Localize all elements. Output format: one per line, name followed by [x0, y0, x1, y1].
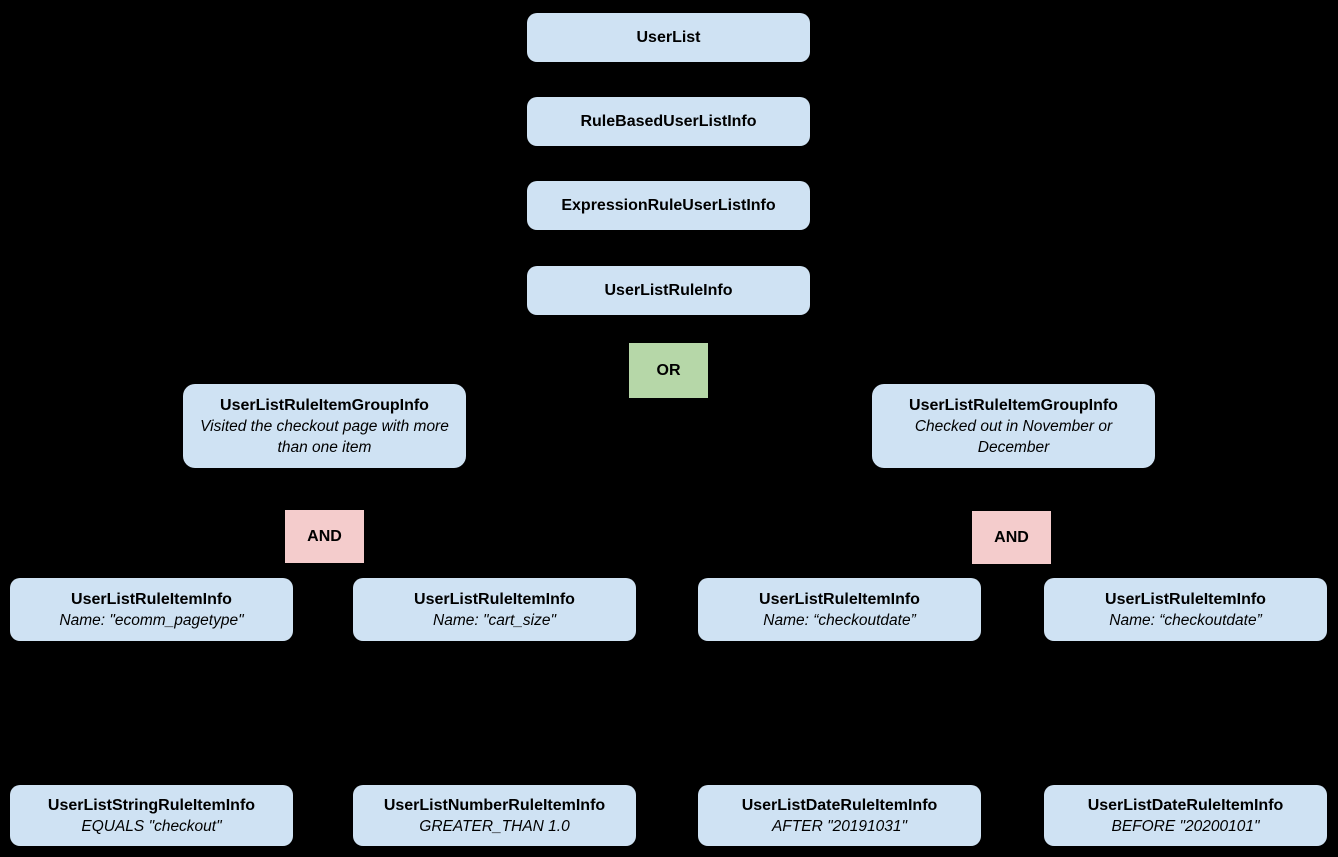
group-description: Checked out in November or December [914, 417, 1113, 456]
operand-subtitle: AFTER "20191031" [771, 817, 908, 835]
operand-title: UserListDateRuleItemInfo [741, 796, 938, 814]
node-group-right: UserListRuleItemGroupInfo Checked out in… [872, 384, 1155, 468]
node-numberruleitem-greater-than: UserListNumberRuleItemInfo GREATER_THAN … [353, 785, 636, 846]
node-label: UserListRuleInfo [604, 282, 733, 299]
and-operator-label: AND [307, 527, 342, 545]
node-label: ExpressionRuleUserListInfo [561, 197, 776, 214]
ruleitem-subtitle: Name: "ecomm_pagetype" [59, 611, 244, 629]
operand-subtitle: EQUALS "checkout" [81, 817, 222, 835]
node-stringruleitem-equals-checkout: UserListStringRuleItemInfo EQUALS "check… [10, 785, 293, 846]
node-rulebaseduserlistinfo: RuleBasedUserListInfo [527, 97, 810, 146]
ruleitem-title: UserListRuleItemInfo [414, 590, 575, 608]
node-group-left: UserListRuleItemGroupInfo Visited the ch… [183, 384, 466, 468]
ruleitem-title: UserListRuleItemInfo [1105, 590, 1266, 608]
node-ruleitem-cart-size: UserListRuleItemInfo Name: "cart_size" [353, 578, 636, 641]
operand-title: UserListNumberRuleItemInfo [383, 796, 606, 814]
ruleitem-subtitle: Name: "cart_size" [433, 611, 556, 629]
node-label: UserList [636, 29, 701, 46]
ruleitem-title: UserListRuleItemInfo [71, 590, 232, 608]
operand-title: UserListStringRuleItemInfo [47, 796, 256, 814]
node-label: RuleBasedUserListInfo [580, 113, 757, 130]
group-title: UserListRuleItemGroupInfo [909, 396, 1118, 414]
or-operator-box: OR [629, 343, 708, 398]
and-operator-box-left: AND [285, 510, 364, 563]
or-operator-label: OR [656, 361, 681, 379]
node-expressionruleuserlistinfo: ExpressionRuleUserListInfo [527, 181, 810, 230]
operand-subtitle: BEFORE "20200101" [1111, 817, 1260, 835]
and-operator-box-right: AND [972, 511, 1051, 564]
ruleitem-subtitle: Name: “checkoutdate” [1109, 611, 1262, 629]
node-userlistruleinfo: UserListRuleInfo [527, 266, 810, 315]
node-ruleitem-checkoutdate-1: UserListRuleItemInfo Name: “checkoutdate… [698, 578, 981, 641]
and-operator-label: AND [994, 528, 1029, 546]
node-ruleitem-ecomm-pagetype: UserListRuleItemInfo Name: "ecomm_pagety… [10, 578, 293, 641]
ruleitem-subtitle: Name: “checkoutdate” [763, 611, 916, 629]
node-userlist: UserList [527, 13, 810, 62]
ruleitem-title: UserListRuleItemInfo [759, 590, 920, 608]
group-description: Visited the checkout page with more than… [200, 417, 449, 456]
node-ruleitem-checkoutdate-2: UserListRuleItemInfo Name: “checkoutdate… [1044, 578, 1327, 641]
operand-title: UserListDateRuleItemInfo [1087, 796, 1284, 814]
group-title: UserListRuleItemGroupInfo [220, 396, 429, 414]
operand-subtitle: GREATER_THAN 1.0 [419, 817, 570, 835]
node-dateruleitem-before: UserListDateRuleItemInfo BEFORE "2020010… [1044, 785, 1327, 846]
node-dateruleitem-after: UserListDateRuleItemInfo AFTER "20191031… [698, 785, 981, 846]
